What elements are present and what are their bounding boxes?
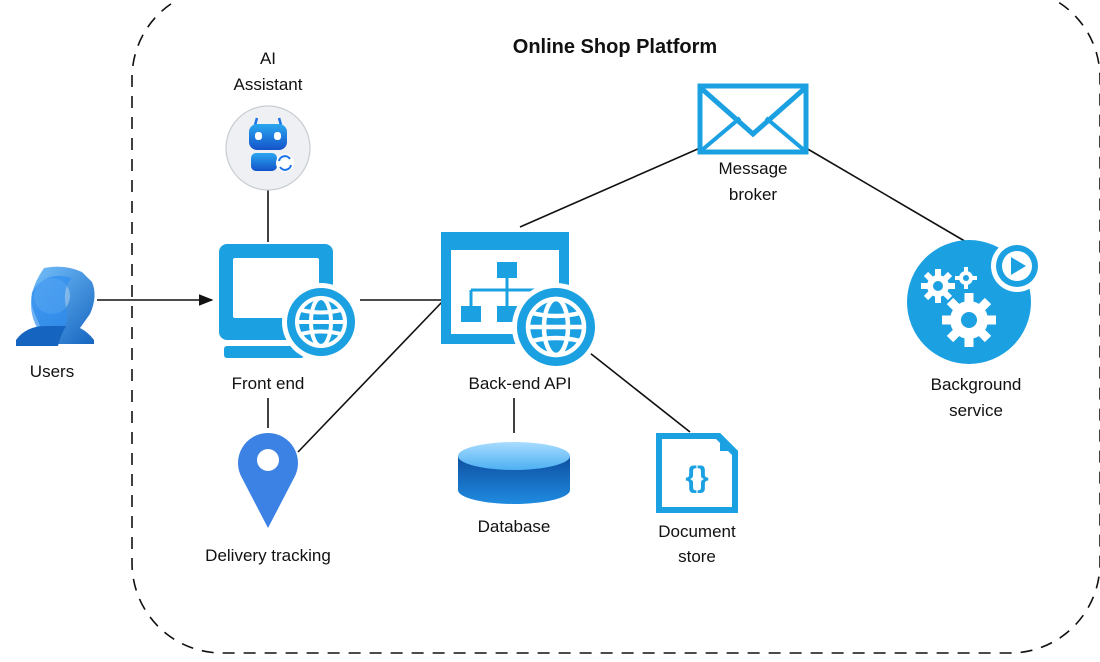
node-front-end: Front end — [219, 244, 360, 393]
edge-delivery-backend — [297, 301, 443, 453]
node-document-store: {} Document store — [656, 433, 738, 566]
delivery-tracking-label: Delivery tracking — [205, 546, 331, 565]
background-service-label-line1: Background — [931, 375, 1022, 394]
svg-text:{}: {} — [685, 461, 709, 494]
database-icon — [458, 442, 570, 504]
edge-broker-background — [805, 147, 969, 244]
node-database: Database — [458, 442, 570, 536]
node-message-broker: Message broker — [697, 83, 809, 204]
connectors — [97, 147, 969, 453]
users-label: Users — [30, 362, 74, 381]
node-background-service: Background service — [907, 240, 1043, 420]
message-broker-label-line1: Message — [719, 159, 788, 178]
monitor-globe-icon — [219, 244, 360, 361]
edge-backend-docstore — [589, 352, 691, 433]
document-store-label-line2: store — [678, 547, 716, 566]
database-label: Database — [478, 517, 551, 536]
ai-assistant-label-line2: Assistant — [234, 75, 303, 94]
node-users: Users — [16, 266, 95, 381]
envelope-icon — [697, 83, 809, 155]
gears-play-icon — [907, 240, 1043, 364]
front-end-label: Front end — [232, 374, 305, 393]
message-broker-label-line2: broker — [729, 185, 778, 204]
diagram-title: Online Shop Platform — [513, 36, 717, 58]
node-ai-assistant: AI Assistant — [225, 49, 311, 191]
node-backend-api: Back-end API — [441, 232, 600, 393]
background-service-label-line2: service — [949, 401, 1003, 420]
document-store-label-line1: Document — [658, 522, 736, 541]
robot-icon — [249, 117, 294, 172]
map-pin-icon — [238, 433, 298, 528]
json-document-icon: {} — [656, 433, 738, 513]
ai-assistant-label-line1: AI — [260, 49, 276, 68]
sitemap-globe-icon — [441, 232, 600, 371]
edge-backend-broker — [519, 147, 701, 228]
users-icon — [16, 266, 95, 346]
node-delivery-tracking: Delivery tracking — [205, 433, 331, 565]
backend-api-label: Back-end API — [468, 374, 571, 393]
